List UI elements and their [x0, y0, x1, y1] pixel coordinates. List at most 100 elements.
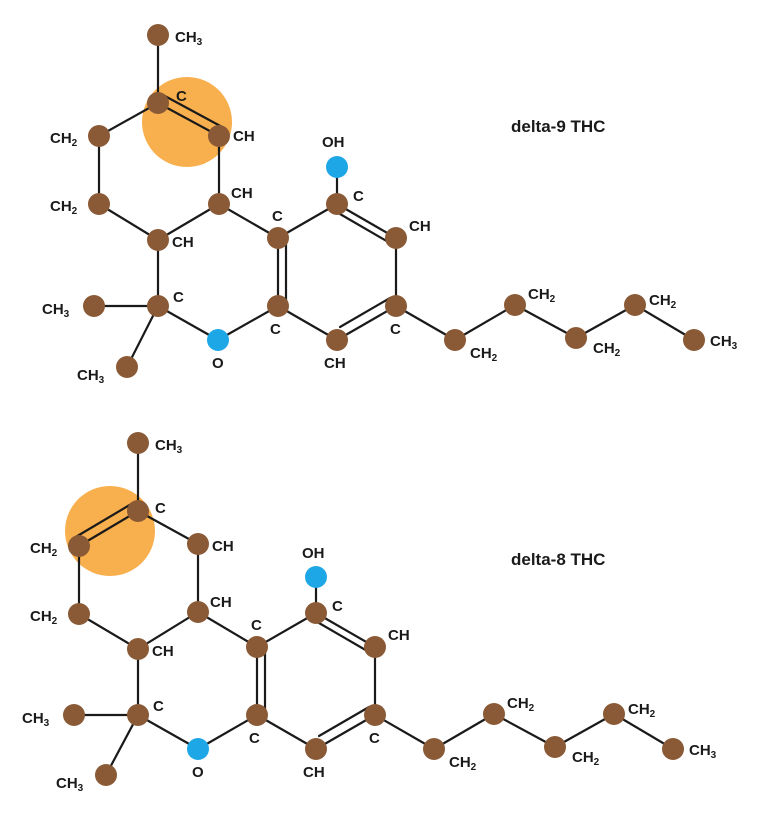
- atom-c: [624, 294, 646, 316]
- atom-c: [208, 193, 230, 215]
- atom-c: [95, 764, 117, 786]
- formula-label: CH3: [77, 367, 105, 386]
- atom-c: [63, 704, 85, 726]
- atom-oh: [305, 566, 327, 588]
- atom-c: [246, 704, 268, 726]
- formula-label: CH2: [507, 695, 535, 714]
- formula-label: CH: [210, 594, 232, 611]
- formula-label: CH: [303, 764, 325, 781]
- formula-label: CH2: [50, 130, 78, 149]
- formula-label: CH: [231, 185, 253, 202]
- atom-c: [127, 638, 149, 660]
- atom-c: [187, 601, 209, 623]
- formula-label: CH3: [42, 301, 70, 320]
- formula-label: CH2: [528, 286, 556, 305]
- atom-c: [127, 704, 149, 726]
- formula-label: CH: [233, 128, 255, 145]
- formula-label: CH2: [50, 198, 78, 217]
- formula-label: CH2: [470, 345, 498, 364]
- formula-label: CH2: [30, 540, 58, 559]
- atom-labels: CH3 C CH CH2 CH2 CH CH CH3 C CH3 O C C O…: [42, 29, 738, 386]
- molecule-title: delta-8 THC: [511, 550, 605, 569]
- atom-oh: [326, 156, 348, 178]
- atom-c: [603, 703, 625, 725]
- formula-label: CH2: [30, 608, 58, 627]
- atom-c: [267, 295, 289, 317]
- formula-label: CH3: [22, 710, 50, 729]
- formula-label: CH2: [572, 749, 600, 768]
- formula-label: CH: [172, 234, 194, 251]
- atom-c: [565, 327, 587, 349]
- atom-c: [68, 535, 90, 557]
- atom-c: [444, 329, 466, 351]
- atom-label: C: [270, 321, 281, 338]
- atom-c: [385, 295, 407, 317]
- atom-c: [116, 356, 138, 378]
- atom-c: [208, 125, 230, 147]
- atom-c: [305, 738, 327, 760]
- atom-label: C: [173, 289, 184, 306]
- atom-label: OH: [322, 134, 345, 151]
- formula-label: CH2: [628, 701, 656, 720]
- atom-label: O: [212, 355, 224, 372]
- atom-c: [423, 738, 445, 760]
- atom-c: [364, 704, 386, 726]
- atom-c: [147, 92, 169, 114]
- atom-c: [147, 229, 169, 251]
- formula-label: CH3: [689, 742, 717, 761]
- atom-label: C: [369, 730, 380, 747]
- atom-c: [326, 193, 348, 215]
- atom-c: [246, 636, 268, 658]
- atom-label: C: [153, 698, 164, 715]
- formula-label: CH3: [56, 775, 84, 794]
- atoms: [83, 24, 705, 378]
- atom-c: [68, 603, 90, 625]
- formula-label: CH3: [155, 437, 183, 456]
- atom-label: C: [353, 188, 364, 205]
- atom-c: [504, 294, 526, 316]
- formula-label: CH3: [710, 333, 738, 352]
- atom-c: [127, 500, 149, 522]
- atom-c: [147, 295, 169, 317]
- bonds: [92, 33, 696, 369]
- atom-label: O: [192, 764, 204, 781]
- atom-o: [207, 329, 229, 351]
- formula-label: CH2: [449, 754, 477, 773]
- formula-label: CH2: [649, 292, 677, 311]
- atom-label: C: [272, 208, 283, 225]
- atom-c: [483, 703, 505, 725]
- atom-label: C: [249, 730, 260, 747]
- atom-o: [187, 738, 209, 760]
- atom-label: C: [176, 88, 187, 105]
- atoms: [63, 432, 684, 786]
- atom-label: C: [251, 617, 262, 634]
- atom-label: C: [390, 321, 401, 338]
- molecule-title: delta-9 THC: [511, 117, 605, 136]
- atom-c: [662, 738, 684, 760]
- atom-label: OH: [302, 545, 325, 562]
- atom-c: [683, 329, 705, 351]
- atom-c: [187, 533, 209, 555]
- atom-c: [544, 736, 566, 758]
- atom-c: [88, 193, 110, 215]
- atom-c: [326, 329, 348, 351]
- formula-label: CH: [409, 218, 431, 235]
- atom-c: [147, 24, 169, 46]
- molecule-delta-8: CH3 C CH CH2 CH2 CH CH CH3 C CH3 O C C O…: [22, 432, 717, 794]
- atom-labels: CH3 C CH CH2 CH2 CH CH CH3 C CH3 O C C O…: [22, 437, 717, 794]
- formula-label: CH: [152, 643, 174, 660]
- formula-label: CH: [212, 538, 234, 555]
- atom-c: [364, 636, 386, 658]
- atom-label: C: [155, 500, 166, 517]
- atom-c: [385, 227, 407, 249]
- atom-label: C: [332, 598, 343, 615]
- molecule-delta-9: CH3 C CH CH2 CH2 CH CH CH3 C CH3 O C C O…: [42, 24, 738, 386]
- atom-c: [83, 295, 105, 317]
- atom-c: [127, 432, 149, 454]
- atom-c: [305, 602, 327, 624]
- formula-label: CH2: [593, 340, 621, 359]
- bonds: [72, 441, 675, 777]
- formula-label: CH3: [175, 29, 203, 48]
